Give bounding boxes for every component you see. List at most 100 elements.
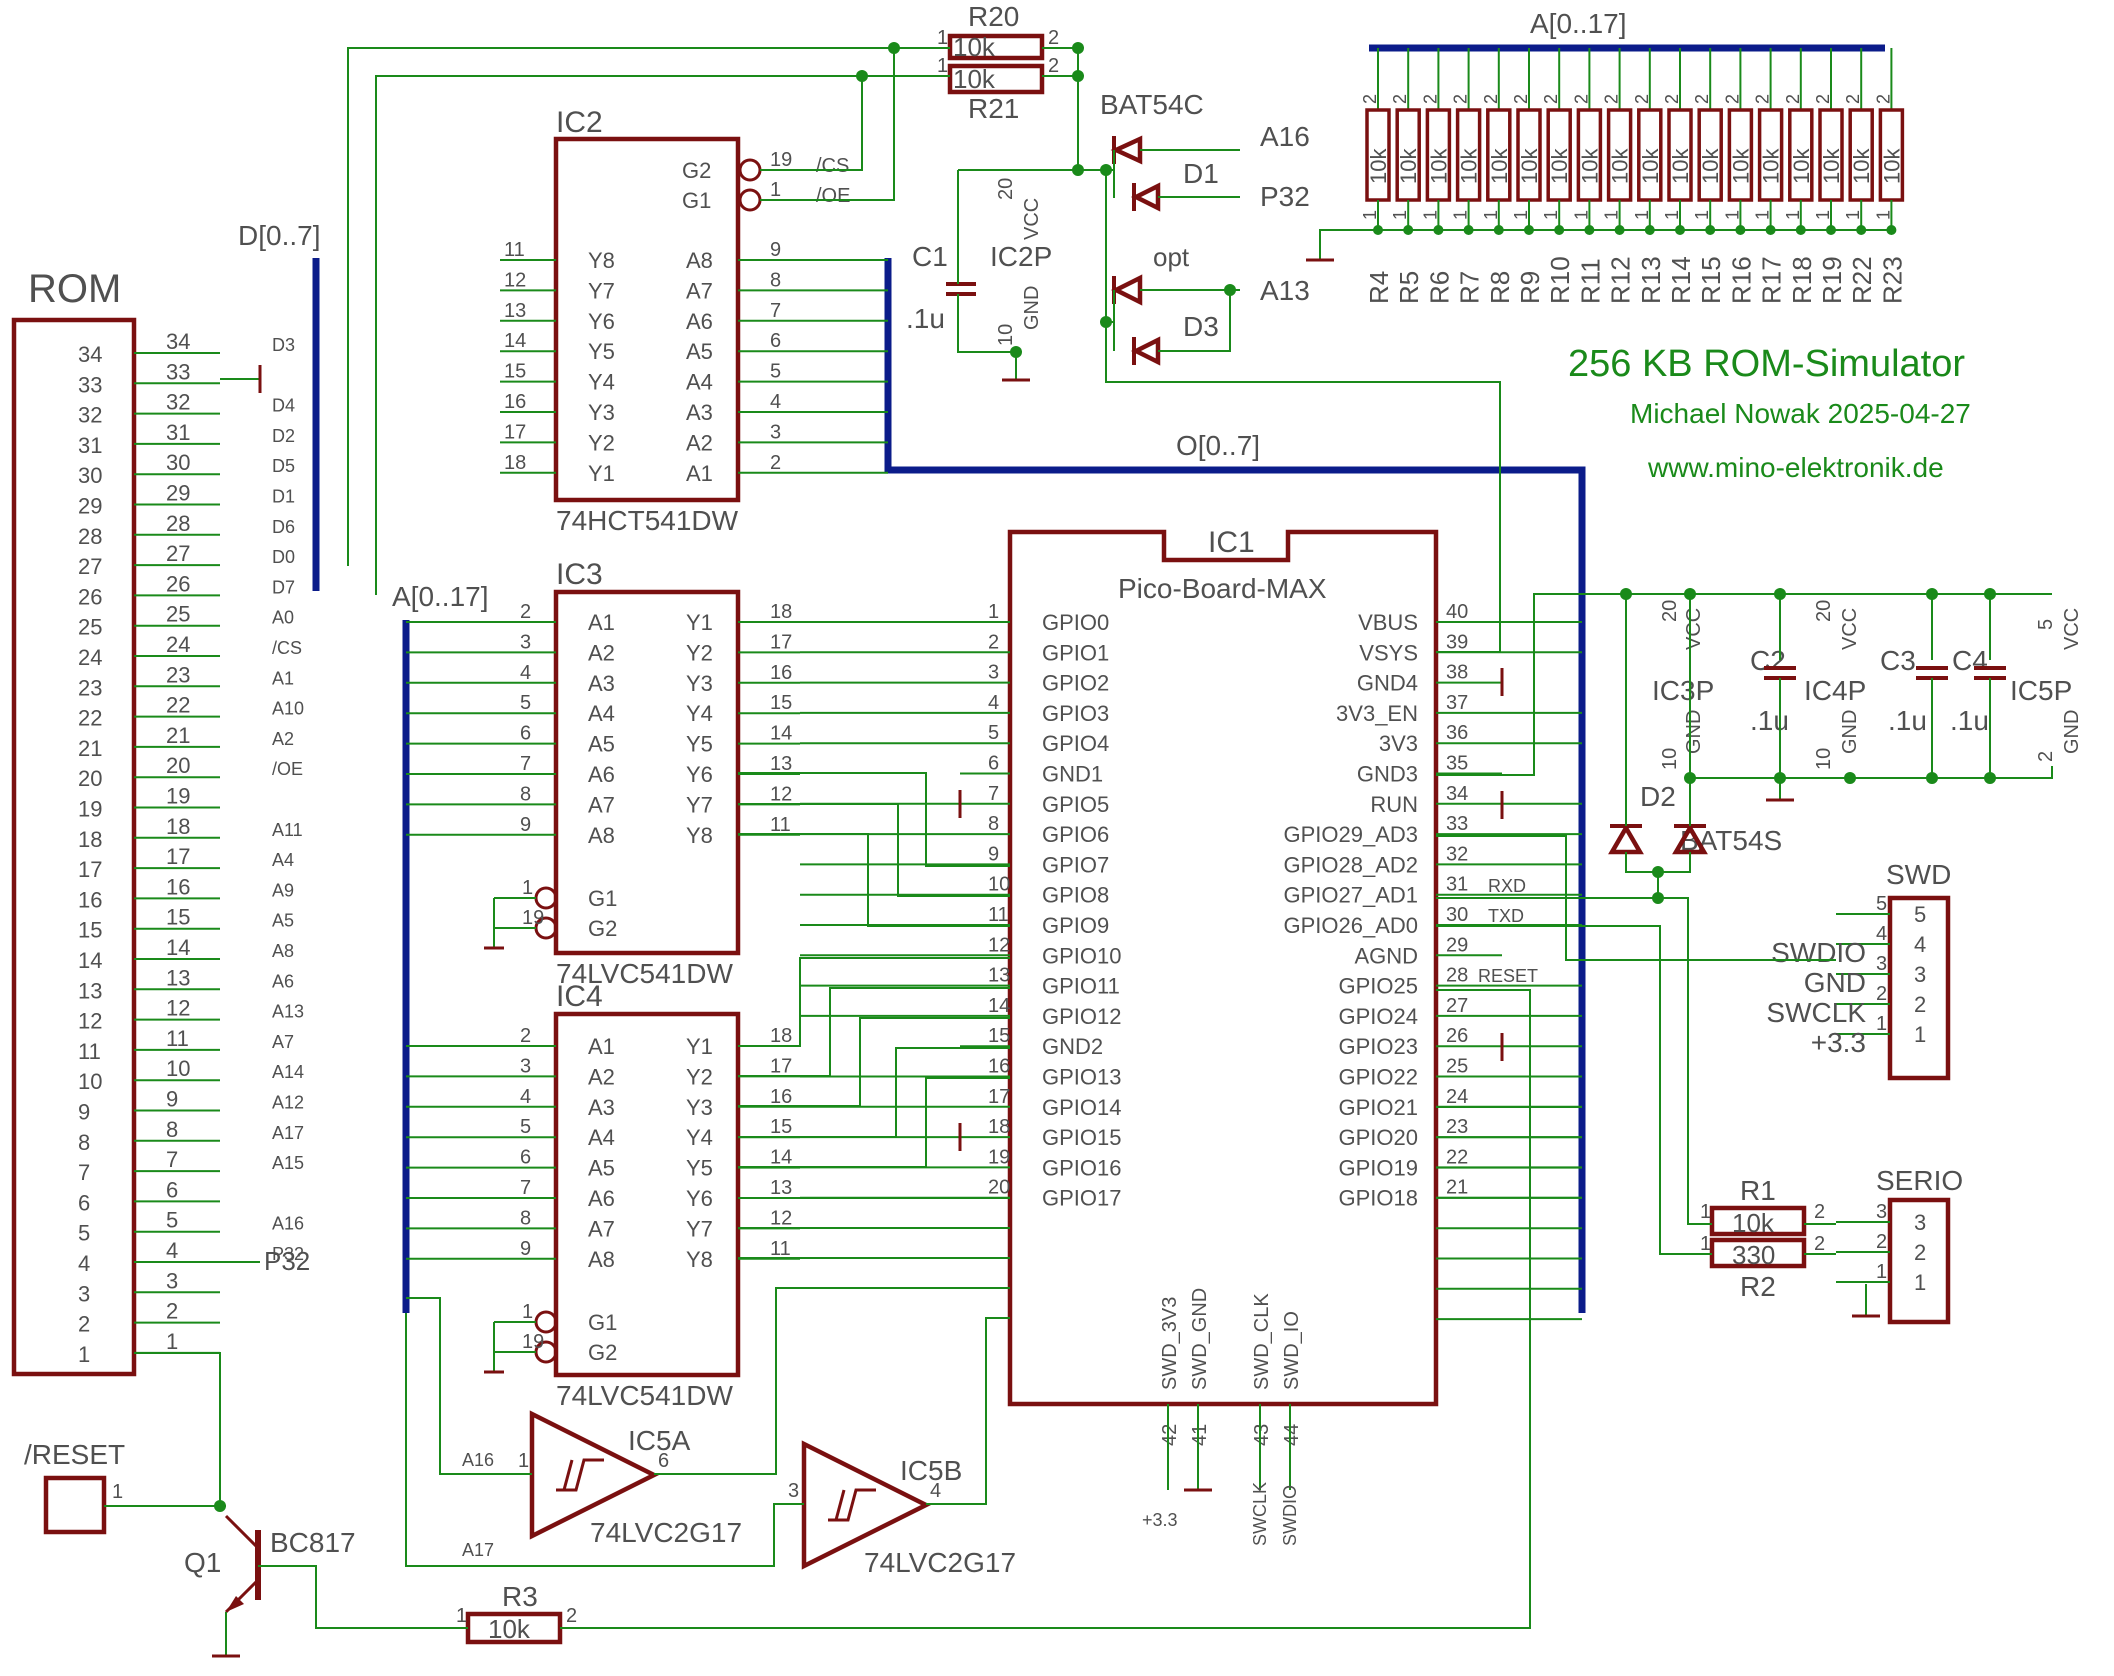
- rarray-value: 10k: [1668, 148, 1693, 184]
- ic1-left-pin-name: GPIO1: [1042, 640, 1109, 665]
- r3-value: 10k: [488, 1614, 531, 1644]
- title-main: 256 KB ROM-Simulator: [1568, 343, 1965, 385]
- ic1-bottom-pin-name: SWD_IO: [1281, 1311, 1303, 1390]
- junction-dot: [1984, 772, 1996, 784]
- ic4-left-pin-name: A6: [588, 1186, 615, 1211]
- swd-pin-inner: 5: [1914, 902, 1926, 927]
- ic3-inversion-bubble: [534, 886, 558, 910]
- rarray-name: R8: [1485, 271, 1515, 304]
- rarray-pin-top: 2: [1571, 94, 1591, 104]
- ic4-right-pin-number: 15: [770, 1116, 792, 1138]
- reset-pin: 1: [112, 1481, 123, 1503]
- rarray-value: 10k: [1396, 148, 1421, 184]
- ic2-right-pin-name: A8: [686, 248, 713, 273]
- c1-value: .1u: [906, 303, 945, 334]
- rom-pin-number-outer: 12: [166, 996, 190, 1021]
- ic3-right-pin-name: Y7: [686, 792, 713, 817]
- rom-pin-number-outer: 24: [166, 632, 190, 657]
- ic3-right-pin-number: 17: [770, 631, 792, 653]
- ic1-bottom-pin-number: 43: [1251, 1424, 1273, 1446]
- ic1-net-rxd: RXD: [1488, 876, 1526, 896]
- g1-net: [760, 48, 895, 201]
- swd-pin-inner: 4: [1914, 932, 1926, 957]
- ic3-right-pin-name: Y1: [686, 610, 713, 635]
- rarray-name: R11: [1575, 258, 1605, 304]
- ic5b-schmitt-2: [834, 1489, 846, 1521]
- rom-pin-number: 18: [78, 827, 102, 852]
- r20-pin1: 1: [937, 27, 948, 49]
- ic3-g-pin-name: G1: [588, 886, 617, 911]
- rarray-name: R7: [1455, 271, 1485, 304]
- ic2-g-pin-number: 19: [770, 149, 792, 171]
- ic2-left-pin-name: Y3: [588, 400, 615, 425]
- swd-pin-number: 2: [1876, 983, 1887, 1005]
- serio-pin-inner: 1: [1914, 1270, 1926, 1295]
- q1-emitter-arrow: [226, 1596, 244, 1612]
- ic1-left-pin-name: GPIO3: [1042, 701, 1109, 726]
- ic2-left-pin-number: 13: [504, 300, 526, 322]
- junction-dot: [1224, 284, 1236, 296]
- d3-loop: [1158, 290, 1231, 352]
- ic1-right-pin-number: 28: [1446, 965, 1468, 987]
- rarray-pin-top: 2: [1722, 94, 1742, 104]
- rarray-value: 10k: [1487, 148, 1512, 184]
- ic1-right-pin-number: 40: [1446, 601, 1468, 623]
- rom-pin-number-outer: 3: [166, 1268, 178, 1293]
- r1-body: [1709, 1205, 1807, 1237]
- rom-net-label: A1: [272, 668, 294, 688]
- ic3-left-pin-name: A5: [588, 732, 615, 757]
- rom-pin-number-outer: 13: [166, 965, 190, 990]
- ic2-left-pin-number: 15: [504, 361, 526, 383]
- ic4p-gnd: GND: [1839, 710, 1861, 754]
- ic3-right-pin-number: 16: [770, 662, 792, 684]
- r1-pin1: 1: [1700, 1201, 1711, 1223]
- rarray-pin-top: 2: [1753, 94, 1773, 104]
- ic5a-out-gpio16: [654, 1287, 1010, 1475]
- ic4-left-pin-number: 8: [520, 1207, 531, 1229]
- swd-signal-label: +3.3: [1811, 1027, 1866, 1058]
- buses: D[0..7] A[0..17] O[0..7] A[0..17]: [238, 8, 1885, 1313]
- ic3-value: 74LVC541DW: [556, 958, 733, 989]
- rarray-pin-top: 2: [1451, 94, 1471, 104]
- a16-ic5a: [406, 1297, 532, 1475]
- ic1-bottom-pin-number: 42: [1159, 1424, 1181, 1446]
- r2-name: R2: [1740, 1271, 1776, 1302]
- rarray-name: R19: [1817, 256, 1847, 304]
- ic2p-name: IC2P: [990, 241, 1052, 272]
- ic2-left-pin-name: Y8: [588, 248, 615, 273]
- rarray-pin-top: 2: [1813, 94, 1833, 104]
- rom-pin-number-outer: 27: [166, 541, 190, 566]
- rom-pin-number-outer: 14: [166, 935, 190, 960]
- rom-pin-number-outer: 29: [166, 481, 190, 506]
- rarray-pin-bottom: 1: [1692, 210, 1712, 220]
- ic2-right-pin-number: 7: [770, 300, 781, 322]
- ic3-g-pin-name: G2: [588, 916, 617, 941]
- ic2-left-pin-name: Y2: [588, 430, 615, 455]
- rarray-pin-top: 2: [1783, 94, 1803, 104]
- rom-pin-number: 25: [78, 615, 102, 640]
- c1-bottom: [957, 294, 1016, 353]
- rom-pin-number-outer: 9: [166, 1087, 178, 1112]
- rom-pin-number: 33: [78, 372, 102, 397]
- rom-net-label: A16: [272, 1214, 304, 1234]
- ic4-y3-gpio10: [738, 1017, 1010, 1107]
- rarray-pin-bottom: 1: [1420, 210, 1440, 220]
- c4-value: .1u: [1950, 705, 1989, 736]
- ic1-left-pin-number: 15: [988, 1025, 1010, 1047]
- rom-net-label: /CS: [272, 638, 302, 658]
- ic3-right-pin-name: Y5: [686, 732, 713, 757]
- r20-pin2: 2: [1048, 27, 1059, 49]
- rom-net-label: D7: [272, 577, 295, 597]
- ic5a-schmitt-2: [562, 1459, 574, 1491]
- power-decoupling: IC3P IC4P IC5P C2 .1u C3 .1u C4 .1u VCC …: [1652, 600, 2083, 770]
- ic2-right-pin-name: A6: [686, 309, 713, 334]
- r1-name: R1: [1740, 1175, 1776, 1206]
- a-bus-top-label: A[0..17]: [1530, 8, 1627, 39]
- rom-net-label: A2: [272, 729, 294, 749]
- rom-pin-number-outer: 23: [166, 662, 190, 687]
- ic3p-name: IC3P: [1652, 675, 1714, 706]
